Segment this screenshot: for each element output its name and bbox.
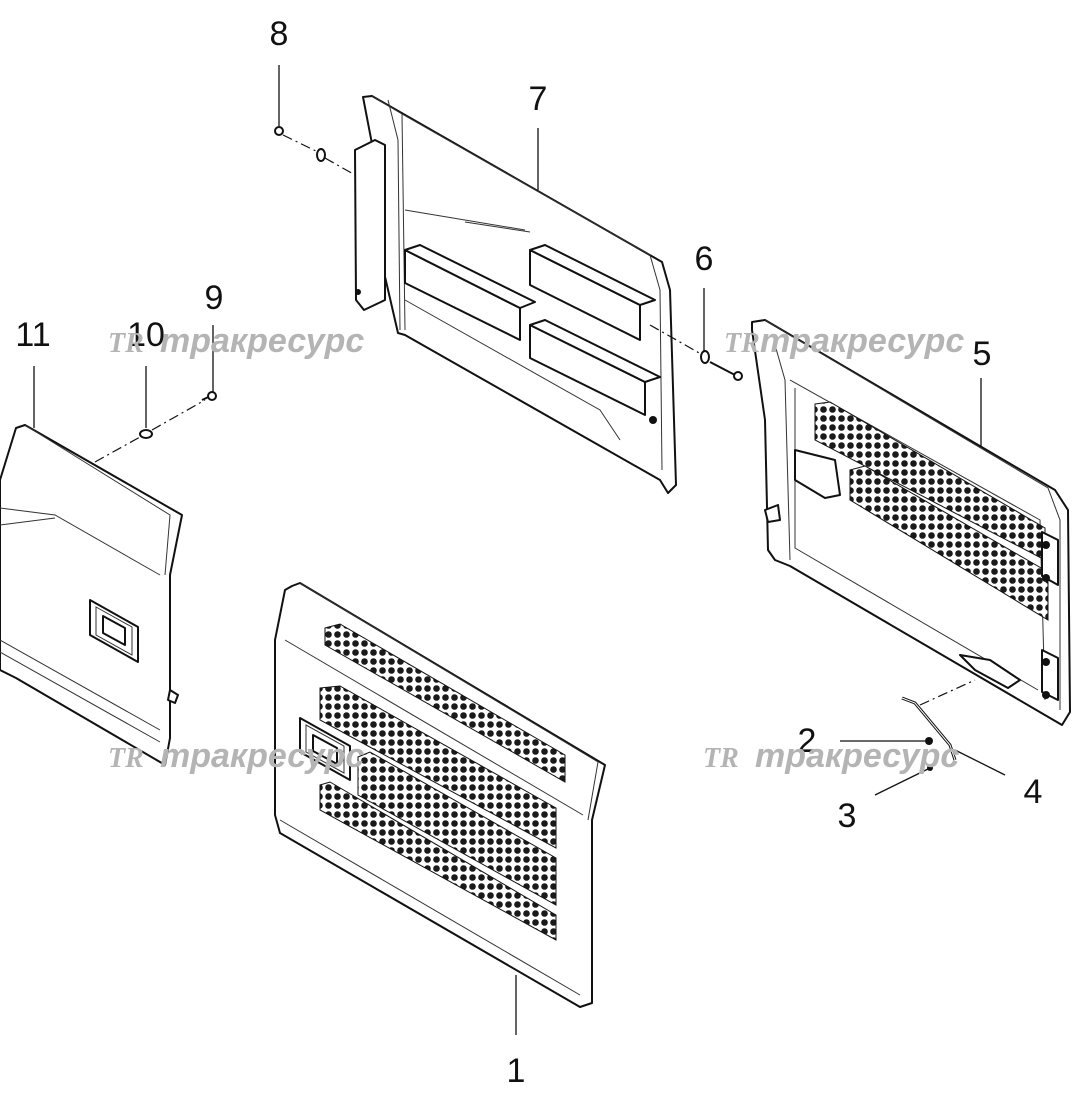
callout-4: 4 <box>1024 773 1043 811</box>
callout-11: 11 <box>15 316 50 354</box>
callout-2: 2 <box>798 722 817 760</box>
watermark-1: TR тракресурс <box>108 322 364 360</box>
callout-5: 5 <box>973 335 992 373</box>
callout-10: 10 <box>127 316 165 354</box>
part-11-left-side-panel <box>0 424 183 766</box>
watermark-3: TR тракресурс <box>108 737 364 775</box>
callout-1: 1 <box>507 1052 526 1090</box>
watermark-2: TR тракресурс <box>724 322 964 360</box>
part-5-right-side-panel <box>751 319 1071 726</box>
watermark-text: тракресурс <box>755 737 959 775</box>
watermark-4: TR тракресурс <box>703 737 959 775</box>
watermark-text: тракресурс <box>160 322 364 360</box>
part-7-rear-panel <box>354 95 677 494</box>
part-1-front-grille-panel <box>274 582 606 1008</box>
watermark-logo: TR <box>703 743 739 774</box>
watermark-logo: TR <box>108 743 144 774</box>
part-8-bolt <box>274 126 319 153</box>
part-8-washer <box>316 148 356 176</box>
callout-6: 6 <box>695 240 714 278</box>
part-6-bolt <box>709 361 743 381</box>
part-9-bolt <box>201 391 217 401</box>
callout-9: 9 <box>205 279 224 317</box>
part-4-rod <box>901 679 976 761</box>
watermark-text: тракресурс <box>760 322 964 360</box>
callout-3: 3 <box>838 797 857 835</box>
callout-8: 8 <box>270 15 289 53</box>
callout-7: 7 <box>529 80 548 118</box>
part-6-washer <box>649 324 710 364</box>
watermark-text: тракресурс <box>160 737 364 775</box>
watermark-logo: TR <box>724 328 760 359</box>
part-10-washer <box>94 399 206 463</box>
watermark-logo: TR <box>108 328 144 359</box>
part-2-nut <box>925 737 933 745</box>
leader-lines <box>33 65 1006 1035</box>
